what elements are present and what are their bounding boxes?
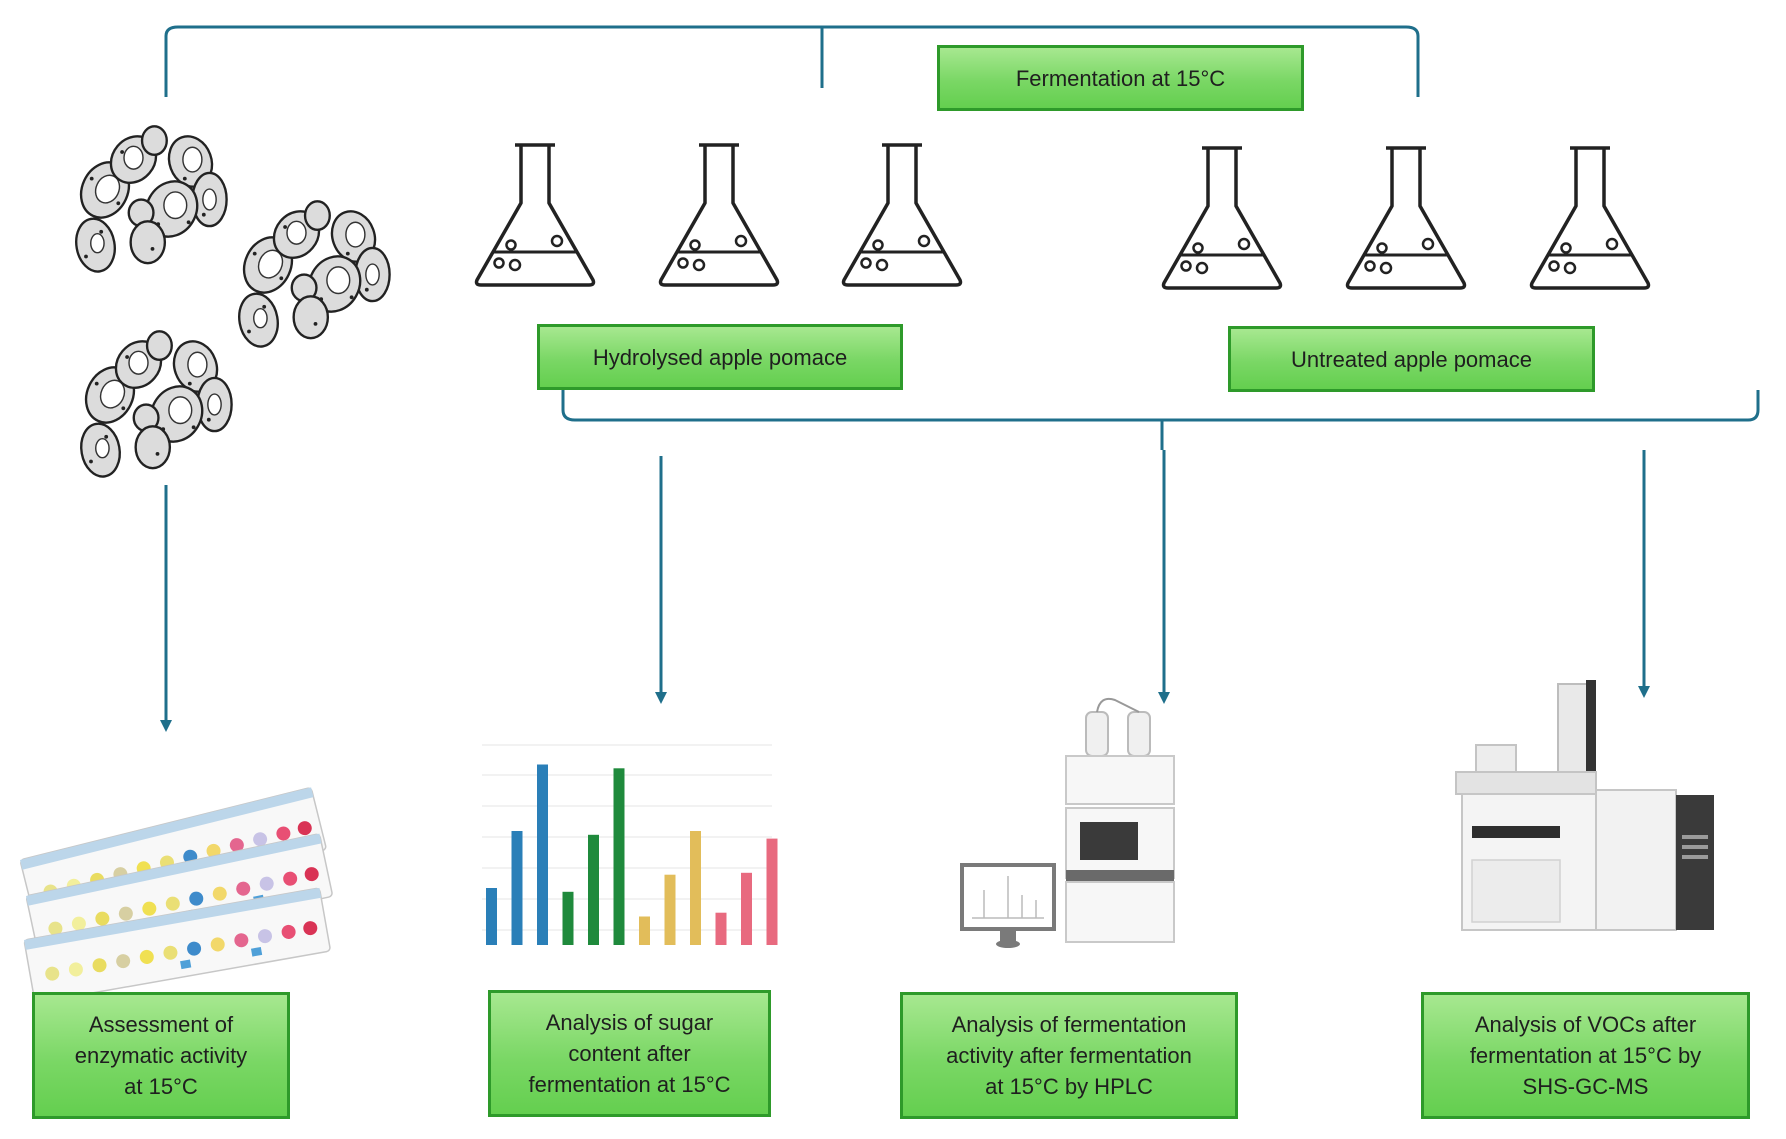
sugar-line-1: Analysis of sugar xyxy=(545,1010,714,1035)
enzymatic-activity-box: Assessment of enzymatic activity at 15°C xyxy=(32,992,290,1119)
fermentation-text: Fermentation at 15°C xyxy=(1015,65,1226,91)
chart-bar xyxy=(511,831,523,945)
erlenmeyer-flask-icon xyxy=(658,143,780,287)
api-test-strips-icon xyxy=(19,786,334,1004)
fermact-line-3: at 15°C by HPLC xyxy=(985,1074,1153,1099)
enzymatic-line-1: Assessment of xyxy=(88,1012,234,1037)
gc-ms-instrument-icon xyxy=(1455,680,1714,931)
chart-bar xyxy=(486,888,497,945)
vocs-line-1: Analysis of VOCs after xyxy=(1474,1012,1697,1037)
hplc-instrument-icon xyxy=(960,697,1175,948)
hydrolysed-text: Hydrolysed apple pomace xyxy=(592,344,848,370)
sugar-line-2: content after xyxy=(568,1041,691,1066)
chart-bar xyxy=(537,764,548,945)
untreated-text: Untreated apple pomace xyxy=(1291,346,1532,372)
arrows xyxy=(160,450,1650,732)
chart-bar xyxy=(639,916,650,945)
chart-bar xyxy=(715,912,727,945)
chart-bar xyxy=(690,831,701,945)
fermentation-activity-box: Analysis of fermentation activity after … xyxy=(900,992,1238,1119)
yeast-cells-icon xyxy=(70,125,391,481)
bar-chart-icon xyxy=(482,744,778,945)
untreated-pomace-label: Untreated apple pomace xyxy=(1228,326,1595,392)
chart-gridlines xyxy=(482,744,772,931)
hydrolysed-pomace-label: Hydrolysed apple pomace xyxy=(537,324,903,390)
fermact-line-2: activity after fermentation xyxy=(946,1043,1192,1068)
vocs-line-3: SHS-GC-MS xyxy=(1522,1074,1649,1099)
enzymatic-line-2: enzymatic activity xyxy=(74,1043,248,1068)
sugar-content-box: Analysis of sugar content after fermenta… xyxy=(488,990,771,1117)
chart-bar xyxy=(741,872,752,945)
flasks-untreated xyxy=(1161,146,1651,290)
media-bracket xyxy=(561,390,1760,450)
chart-bar xyxy=(613,768,625,945)
chart-bar xyxy=(588,834,599,945)
flasks-hydrolysed xyxy=(474,143,963,287)
enzymatic-line-3: at 15°C xyxy=(124,1074,198,1099)
erlenmeyer-flask-icon xyxy=(1529,146,1651,290)
chart-bar xyxy=(562,891,574,945)
fermact-line-1: Analysis of fermentation xyxy=(951,1012,1187,1037)
erlenmeyer-flask-icon xyxy=(1345,146,1467,290)
vocs-analysis-box: Analysis of VOCs after fermentation at 1… xyxy=(1421,992,1750,1119)
erlenmeyer-flask-icon xyxy=(1161,146,1283,290)
vocs-line-2: fermentation at 15°C by xyxy=(1469,1043,1702,1068)
chart-bar xyxy=(664,874,676,945)
top-bracket xyxy=(164,25,1420,97)
sugar-line-3: fermentation at 15°C xyxy=(528,1072,731,1097)
fermentation-label: Fermentation at 15°C xyxy=(937,45,1304,111)
chart-bar xyxy=(766,838,778,945)
erlenmeyer-flask-icon xyxy=(474,143,596,287)
erlenmeyer-flask-icon xyxy=(841,143,963,287)
